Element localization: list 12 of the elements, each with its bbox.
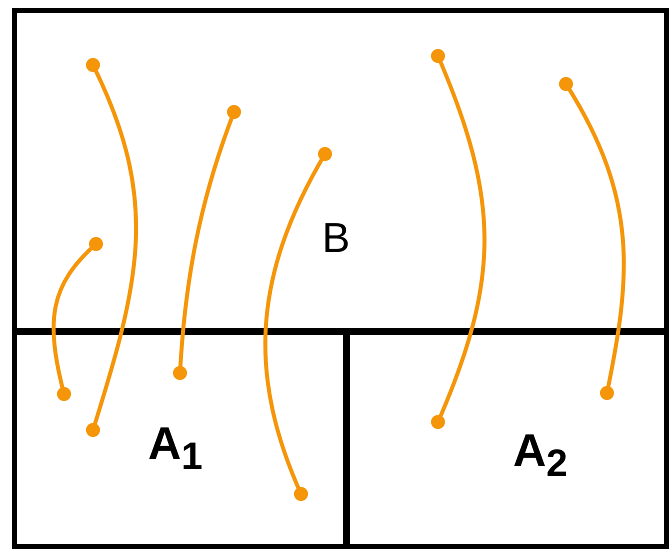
region-box <box>12 328 350 549</box>
connector-curve <box>264 147 332 501</box>
region-box <box>343 328 669 549</box>
connector-curve <box>86 58 138 437</box>
connector-curve <box>173 105 241 380</box>
region-label: B <box>322 217 350 259</box>
connector-curve <box>431 49 486 429</box>
connector-curve <box>559 77 626 400</box>
region-label: A$_{2}$ <box>513 427 568 484</box>
connector-curve <box>52 237 103 401</box>
region-box <box>12 8 669 335</box>
region-label: A$_{1}$ <box>148 420 203 477</box>
